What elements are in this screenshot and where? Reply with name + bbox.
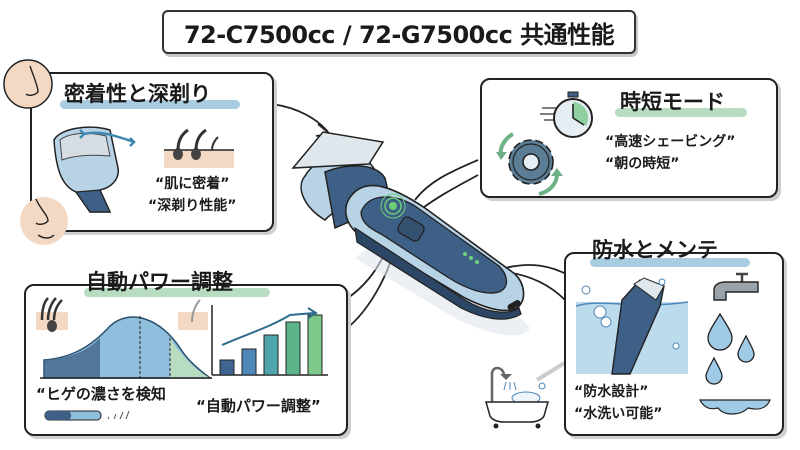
bar-chart-icon	[211, 305, 328, 376]
bell-curve-icon	[36, 297, 213, 379]
quote-deep-shave: “深剃り性能”	[148, 198, 237, 214]
quote-detect-beard-density: “ヒゲの濃さを検知	[36, 385, 166, 403]
shaver-illustration	[291, 131, 530, 336]
heading-quick-mode: 時短モード	[620, 90, 725, 114]
stopwatch-icon	[540, 91, 593, 138]
gear-icon	[496, 132, 563, 196]
page-title: 72-C7500cc / 72-G7500cc 共通性能	[162, 10, 636, 54]
faucet-icon	[713, 272, 759, 301]
bathtub-icon	[485, 366, 549, 429]
heading-waterproof: 防水とメンテ	[592, 238, 718, 262]
heading-highlight	[60, 100, 240, 109]
density-gauge-icon	[44, 410, 130, 421]
heading-highlight	[615, 108, 747, 117]
quote-washable: “水洗い可能”	[574, 406, 663, 422]
hair-follicle-icon	[164, 128, 234, 168]
heading-auto-power: 自動パワー調整	[86, 270, 233, 294]
shaver-head-icon	[53, 126, 136, 213]
quote-auto-power-adjust: “自動パワー調整”	[196, 397, 321, 415]
quote-waterproof-design: “防水設計”	[574, 384, 649, 400]
heading-fit-deep-shave: 密着性と深剃り	[64, 82, 211, 106]
quote-fast-shaving: “高速シェービング”	[605, 134, 736, 150]
chin-icon	[20, 197, 68, 245]
heading-highlight	[590, 258, 750, 267]
water-drops-icon	[699, 312, 771, 415]
shaver-in-water-icon	[575, 277, 689, 375]
quote-morning-time-saving: “朝の時短”	[605, 156, 680, 172]
quote-skin-fit: “肌に密着”	[155, 176, 230, 192]
heading-highlight	[84, 288, 270, 297]
nose-icon	[3, 59, 53, 109]
